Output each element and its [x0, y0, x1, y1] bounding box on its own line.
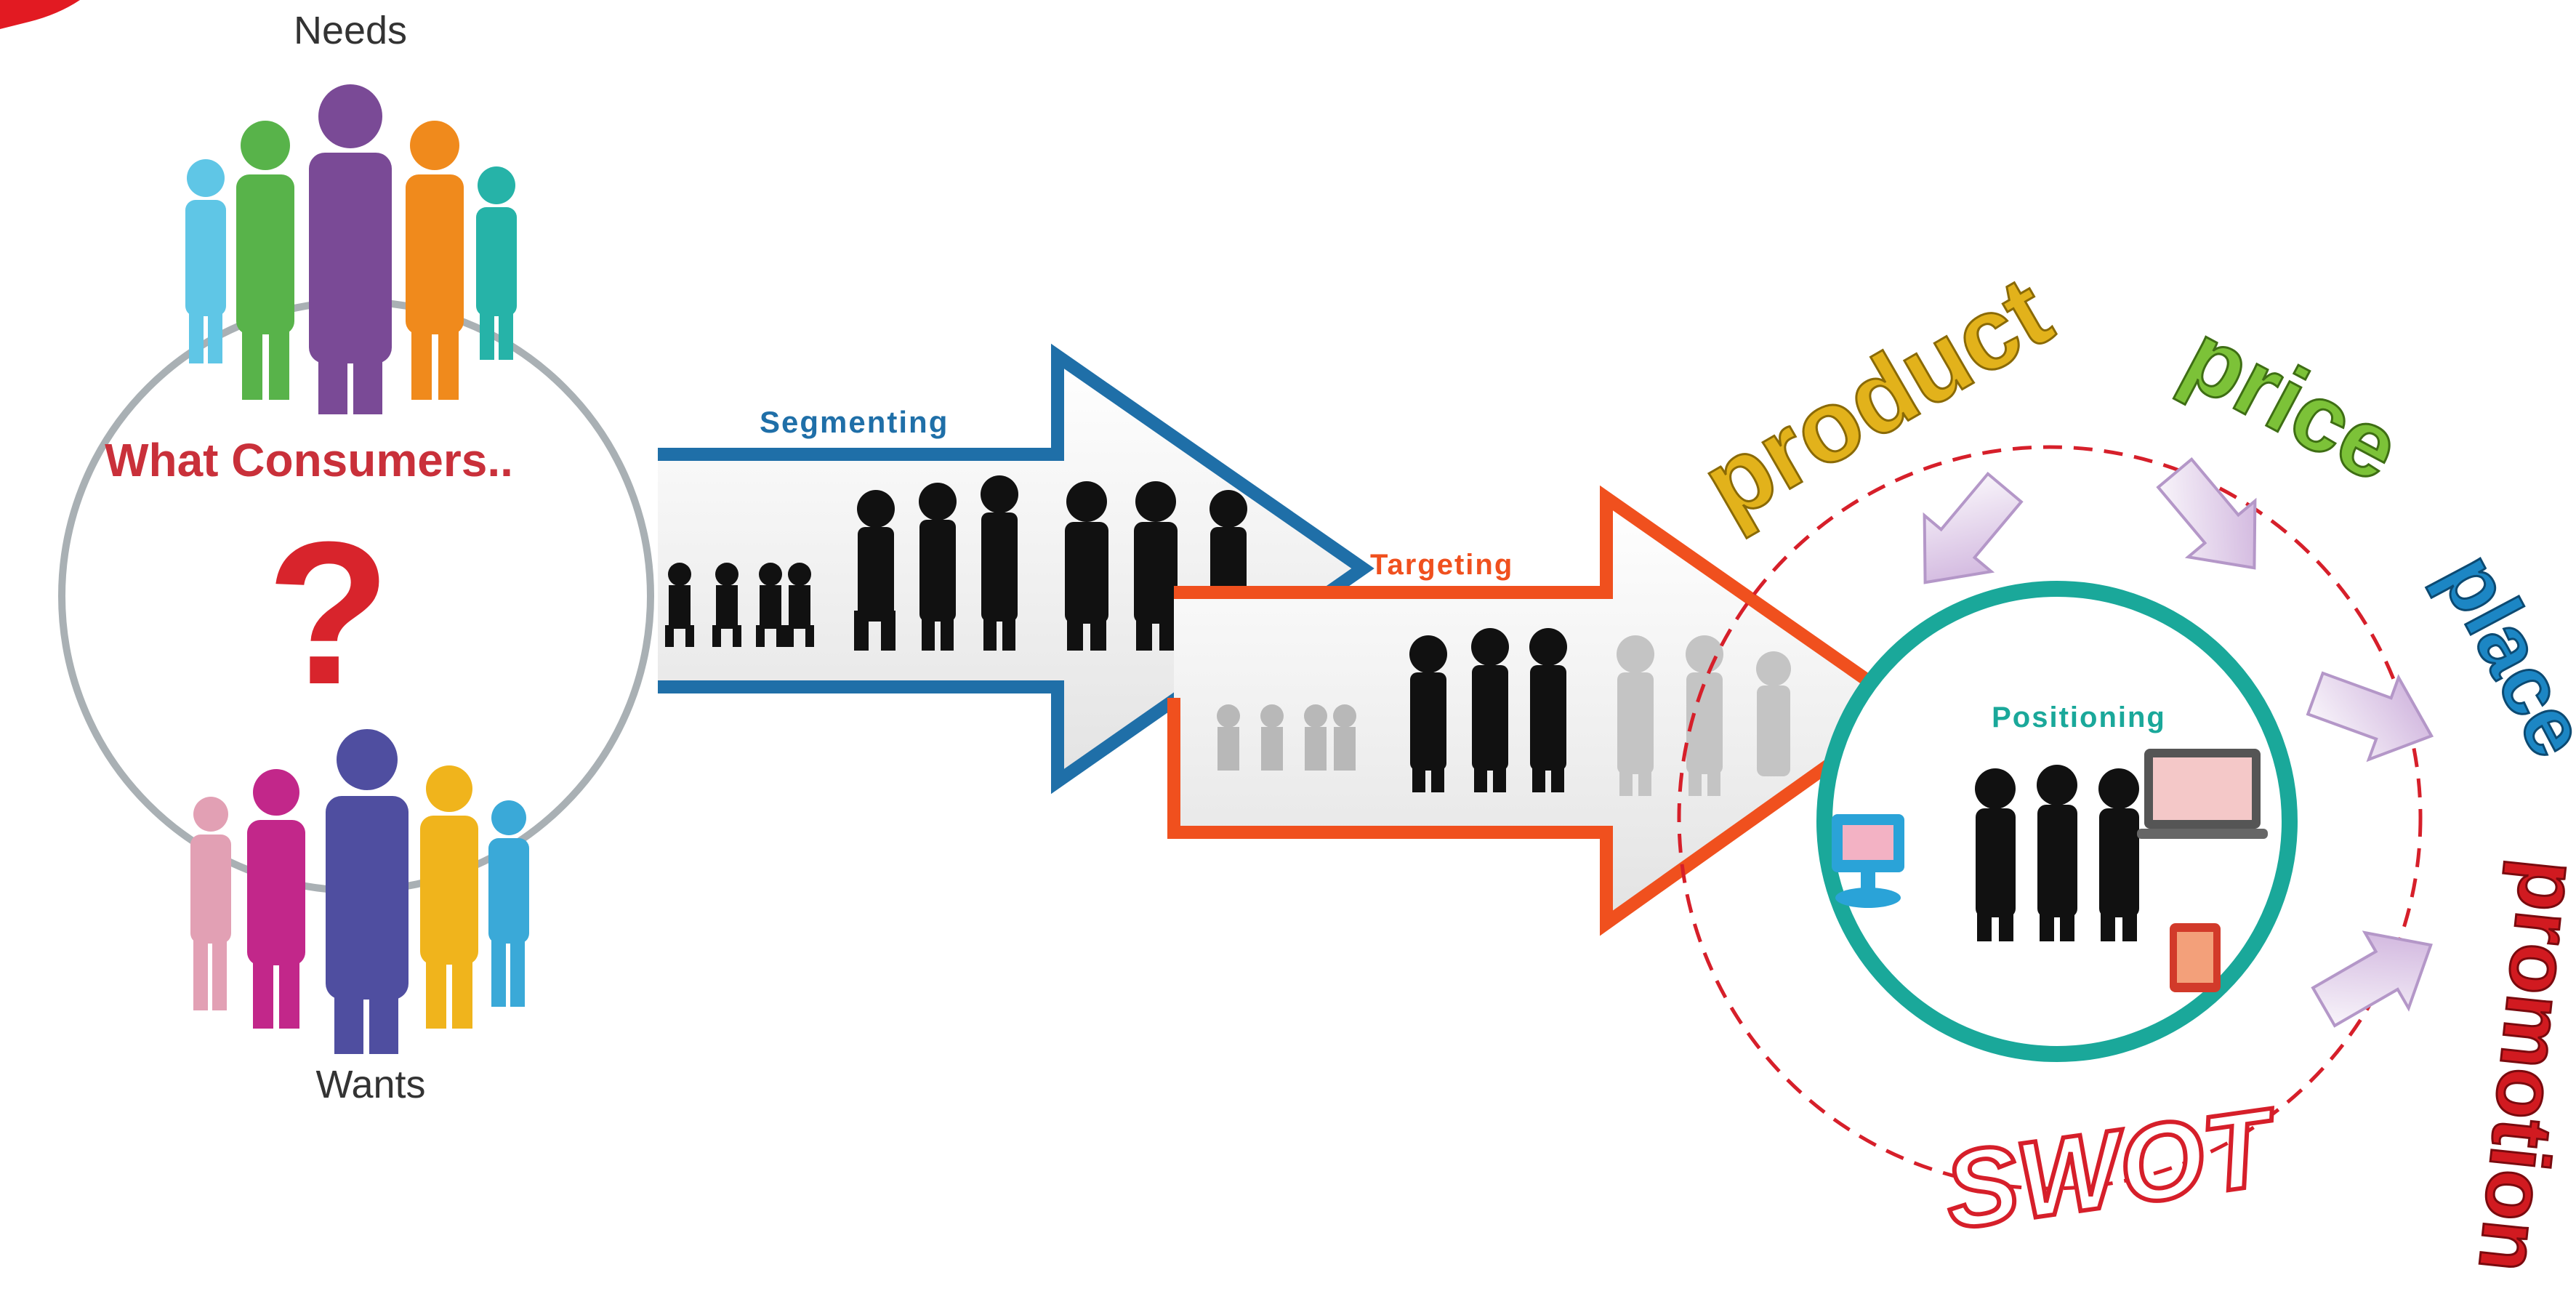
wants-label: Wants: [315, 1063, 425, 1106]
question-mark: ?: [266, 500, 390, 727]
needs-label: Needs: [294, 9, 407, 52]
what-consumers-text: What Consumers..: [105, 434, 513, 486]
monitor-icon: [1832, 814, 1904, 908]
place-arrow-icon: [2306, 671, 2434, 763]
segmenting-silhouettes: [665, 475, 1247, 651]
needs-people-icon: [185, 84, 517, 414]
wants-people-icon: [190, 729, 529, 1054]
place-label: place: [2423, 539, 2576, 772]
dashed-outer-circle: [1677, 445, 2423, 1191]
segmenting-label: Segmenting: [760, 405, 949, 439]
tablet-icon: [2170, 923, 2221, 992]
price-label: price: [2168, 302, 2417, 502]
laptop-icon: [2137, 749, 2268, 839]
promotion-arrow-icon: [2311, 930, 2433, 1028]
targeting-label: Targeting: [1370, 549, 1513, 581]
targeting-silhouettes: [1217, 628, 1791, 796]
positioning-silhouettes: [1975, 765, 2139, 941]
corner-shape: [0, 0, 80, 29]
price-arrow-icon: [2156, 457, 2257, 570]
product-arrow-icon: [1923, 471, 2024, 584]
swot-label: SWOT: [1937, 1085, 2286, 1252]
promotion-label: promotion: [2461, 856, 2576, 1276]
positioning-label: Positioning: [1992, 701, 2166, 733]
